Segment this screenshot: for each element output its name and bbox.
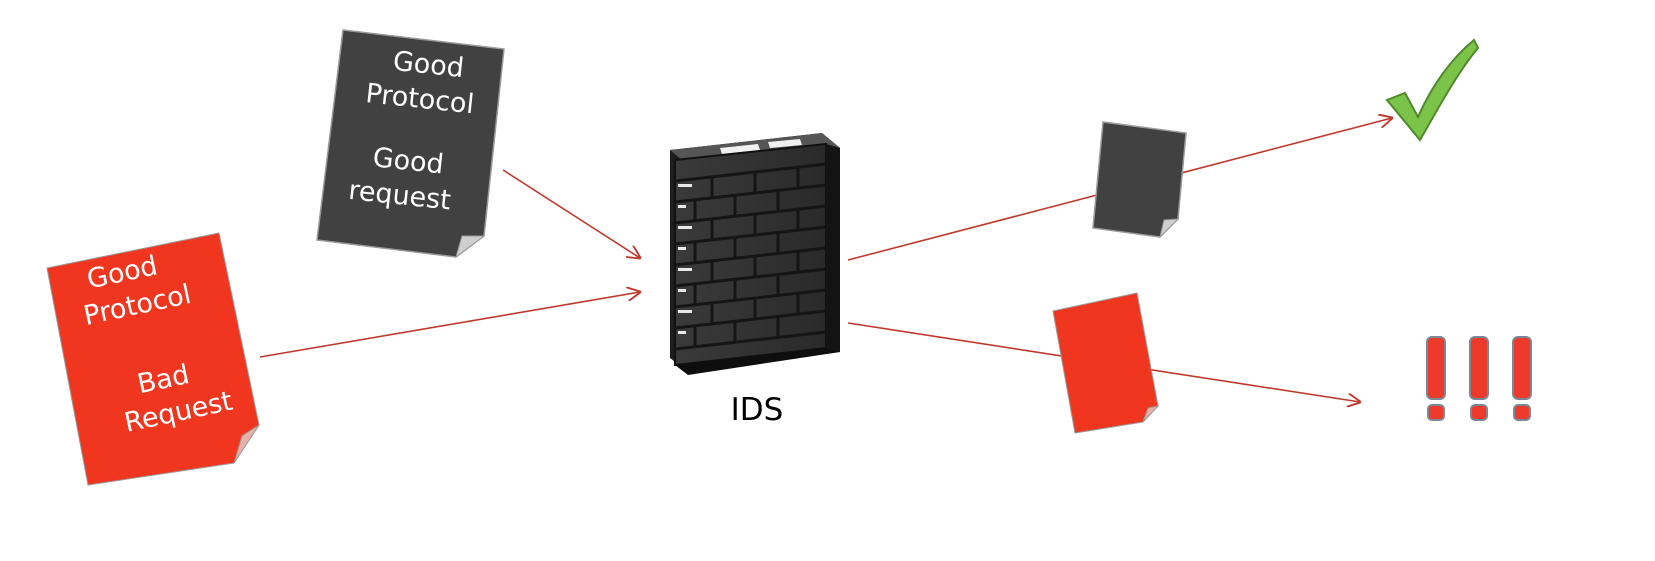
bad-request-document: Good Protocol Bad Request: [46, 232, 260, 486]
passed-document: [1092, 121, 1187, 239]
arrow-bad-to-ids: [259, 292, 640, 358]
ids-label: IDS: [731, 392, 784, 428]
good-request-document: Good Protocol Good request: [316, 29, 505, 259]
good-doc-line-1: Good: [391, 46, 465, 84]
check-mark-icon: [1385, 38, 1480, 142]
alarm-text: !!!: [0, 0, 2, 1]
alarm-icon: !!!: [0, 0, 1532, 421]
arrow-good-to-ids: [502, 169, 640, 258]
good-doc-line-3: Good: [371, 142, 445, 180]
flagged-document: [1052, 292, 1160, 434]
ids-firewall-icon: [670, 133, 840, 375]
